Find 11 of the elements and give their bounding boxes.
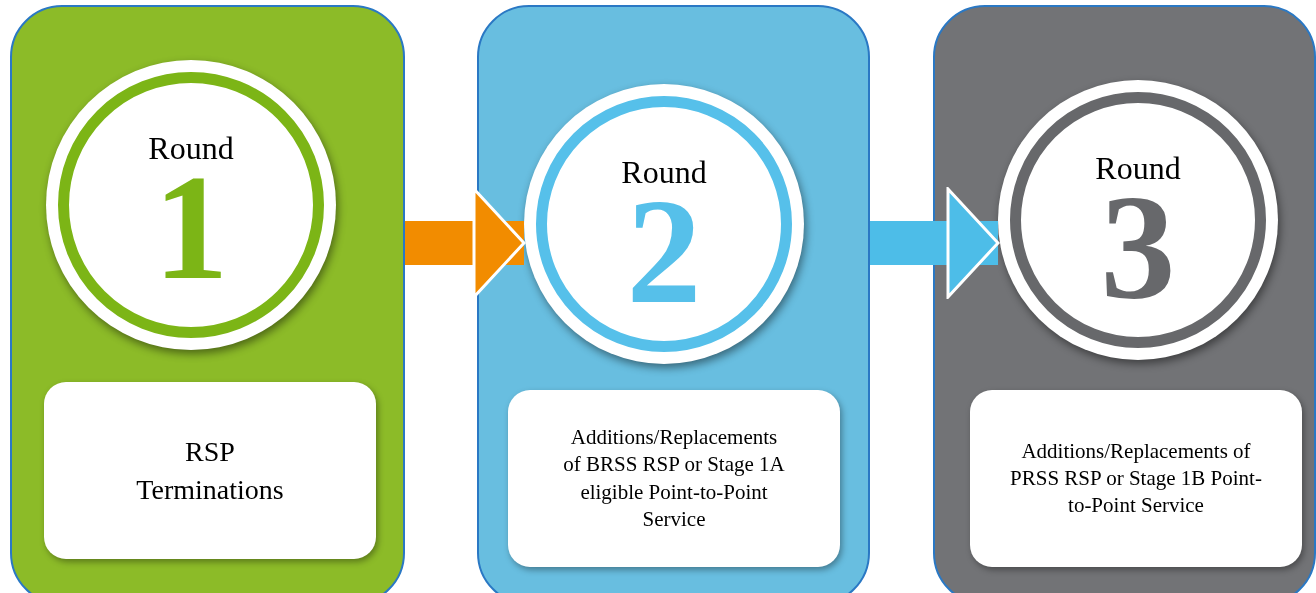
description-card <box>44 382 376 559</box>
description-text: Additions/Replacements of BRSS RSP or Stage 1A eligible Point-to-Point Service <box>562 423 786 533</box>
arrow <box>870 187 1000 299</box>
description-text: Additions/Replacements of PRSS RSP or Stage 1B Point-to-Point Service <box>1009 437 1263 520</box>
description-card <box>970 390 1302 567</box>
description-text: RSP Terminations <box>135 434 285 507</box>
stage-panel <box>477 5 870 593</box>
description-card <box>508 390 840 567</box>
arrow <box>405 187 526 299</box>
stage-panel <box>10 5 405 593</box>
stage-panel <box>933 5 1316 593</box>
